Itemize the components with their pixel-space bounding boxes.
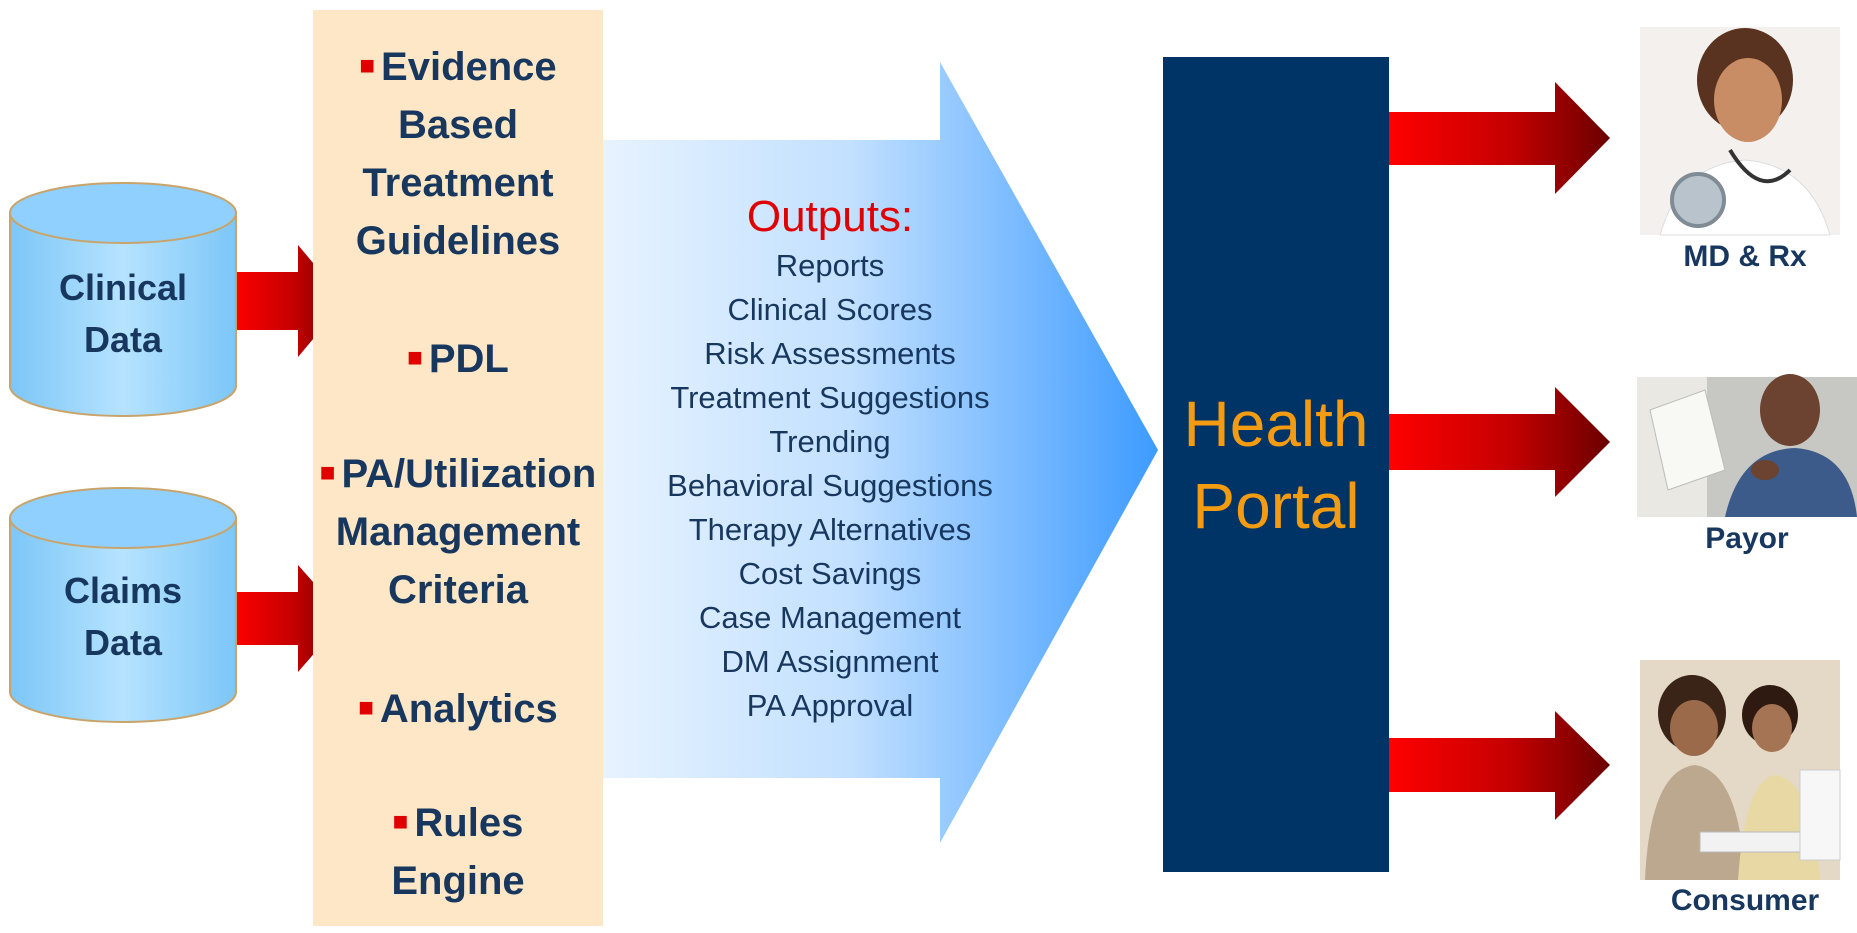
- bullet-icon: ■: [358, 692, 374, 722]
- claims-data-label: Claims Data: [10, 565, 236, 669]
- claims-data-line-1: Claims: [63, 570, 183, 611]
- criteria-line: Management: [335, 510, 581, 554]
- outputs-item: Risk Assessments: [704, 336, 956, 371]
- claims-data-line-2: Data: [83, 622, 163, 663]
- criteria-line: ■PA/Utilization: [319, 452, 597, 496]
- claims-data-cylinder: [9, 487, 237, 723]
- criteria-line: Engine: [391, 859, 525, 903]
- criteria-line: Based: [397, 103, 519, 147]
- criteria-line: Guidelines: [355, 219, 561, 263]
- portal-title: Health Portal: [1183, 387, 1369, 542]
- outputs-item: Cost Savings: [738, 556, 922, 591]
- payor-arrow: [1389, 387, 1610, 497]
- outputs-title: Outputs:: [746, 192, 914, 241]
- md-arrow: [1389, 82, 1610, 194]
- consumer-photo-icon: [1640, 660, 1841, 880]
- bullet-icon: ■: [407, 342, 423, 372]
- clinical-data-line-2: Data: [83, 319, 163, 360]
- criteria-item-pdl: ■PDL: [313, 328, 603, 388]
- criteria-line: ■Rules: [392, 801, 524, 845]
- clinical-data-line-1: Clinical: [58, 267, 188, 308]
- criteria-line: ■Evidence: [359, 45, 557, 89]
- criteria-line: Criteria: [387, 568, 529, 612]
- criteria-panel: ■Evidence Based Treatment Guidelines ■PD…: [313, 10, 603, 926]
- criteria-item-rules-engine: ■Rules Engine: [313, 792, 603, 910]
- doctor-photo-icon: [1640, 27, 1840, 236]
- criteria-item-analytics: ■Analytics: [313, 678, 603, 738]
- criteria-item-guidelines: ■Evidence Based Treatment Guidelines: [313, 36, 603, 270]
- outputs-item: Therapy Alternatives: [688, 512, 972, 547]
- clinical-data-cylinder: [9, 182, 237, 417]
- bullet-icon: ■: [319, 457, 336, 487]
- criteria-line: Treatment: [362, 161, 554, 205]
- health-portal-box: Health Portal: [1163, 57, 1389, 872]
- recipient-label-md: MD & Rx: [1683, 240, 1807, 273]
- recipient-label-consumer: Consumer: [1670, 884, 1820, 917]
- clinical-data-label: Clinical Data: [10, 262, 236, 366]
- outputs-item: DM Assignment: [721, 644, 939, 679]
- bullet-icon: ■: [392, 806, 409, 836]
- outputs-item: Clinical Scores: [727, 292, 933, 327]
- outputs-arrow: [600, 62, 1158, 843]
- payor-photo-icon: [1637, 374, 1857, 517]
- outputs-item: PA Approval: [746, 688, 914, 723]
- outputs-item: Case Management: [699, 600, 961, 635]
- outputs-item: Trending: [769, 424, 891, 459]
- criteria-line: ■Analytics: [358, 687, 558, 731]
- recipient-label-payor: Payor: [1705, 522, 1789, 555]
- outputs-item: Behavioral Suggestions: [667, 468, 993, 503]
- outputs-item: Reports: [775, 248, 885, 283]
- consumer-arrow: [1389, 711, 1610, 820]
- criteria-item-pa-utilization: ■PA/Utilization Management Criteria: [313, 443, 603, 619]
- bullet-icon: ■: [359, 50, 376, 80]
- outputs-item: Treatment Suggestions: [670, 380, 990, 415]
- criteria-line: ■PDL: [407, 337, 509, 381]
